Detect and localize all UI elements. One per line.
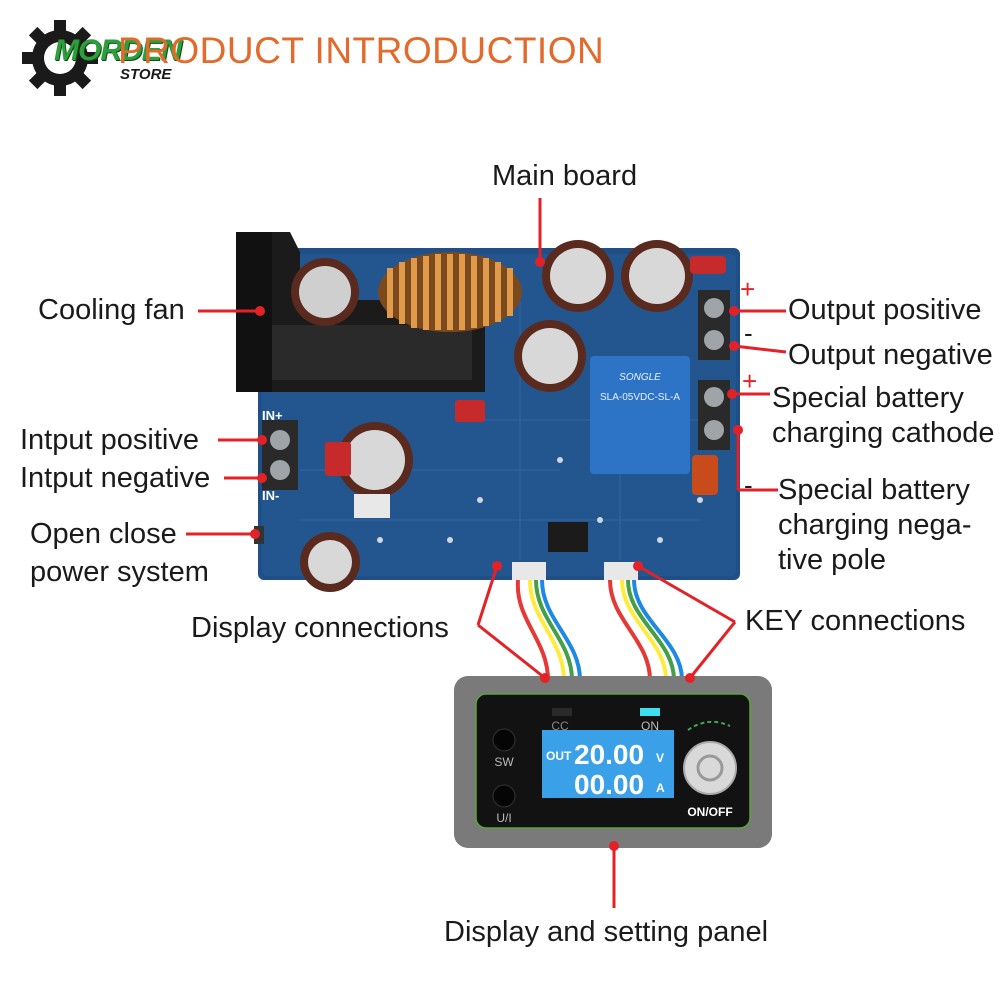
lcd-current-unit: A: [656, 781, 665, 795]
label-input-positive: Intput positive: [20, 424, 199, 456]
key-connector: [604, 562, 638, 580]
ic-chip: [548, 522, 588, 552]
lcd-out-label: OUT: [546, 749, 572, 763]
sw-button-label: SW: [494, 755, 514, 769]
relay-model: SLA-05VDC-SL-A: [600, 392, 680, 403]
label-open-close-1: Open close: [30, 518, 177, 550]
output-plus-sign: +: [740, 274, 756, 304]
relay-brand: SONGLE: [619, 372, 661, 383]
label-battery-cathode-2: charging cathode: [772, 417, 995, 449]
key-cable: [608, 579, 684, 681]
label-battery-negative-3: tive pole: [778, 544, 887, 576]
battery-plus-sign: +: [742, 366, 758, 396]
logo-sub: STORE: [120, 66, 172, 83]
toroid-inductor: [378, 252, 522, 332]
label-cooling-fan: Cooling fan: [38, 294, 185, 326]
logo: MORDEN STORE: [20, 18, 210, 98]
label-input-negative: Intput negative: [20, 462, 211, 494]
label-battery-negative-1: Special battery: [778, 474, 970, 506]
in-plus-silkscreen: IN+: [262, 408, 283, 423]
lcd-voltage: 20.00: [574, 739, 644, 770]
label-display-panel: Display and setting panel: [444, 916, 769, 948]
ui-button-label: U/I: [496, 811, 511, 825]
label-battery-cathode-1: Special battery: [772, 382, 964, 414]
lcd-voltage-unit: V: [656, 751, 664, 765]
logo-brand: MORDEN: [54, 34, 182, 67]
label-battery-negative-2: charging nega-: [778, 509, 972, 541]
terminal-blocks: [262, 290, 730, 490]
gear-icon: [22, 20, 98, 96]
label-display-connections: Display connections: [191, 612, 449, 644]
label-output-negative: Output negative: [788, 339, 993, 371]
label-key-connections: KEY connections: [745, 605, 966, 637]
label-output-positive: Output positive: [788, 294, 982, 326]
onoff-label: ON/OFF: [687, 805, 732, 819]
cc-indicator-label: CC: [551, 719, 569, 733]
lcd-current: 00.00: [574, 769, 644, 800]
display-panel: [454, 676, 772, 848]
battery-minus-sign: -: [744, 470, 753, 500]
display-cable: [515, 579, 582, 681]
relay: SONGLE SLA-05VDC-SL-A: [590, 356, 690, 474]
power-switch-connector: [354, 494, 390, 518]
in-minus-silkscreen: IN-: [262, 488, 279, 503]
display-connector: [512, 562, 546, 580]
label-main-board: Main board: [492, 160, 638, 192]
label-open-close-2: power system: [30, 556, 209, 588]
output-minus-sign: -: [744, 318, 753, 348]
on-indicator-label: ON: [641, 719, 659, 733]
capacitors: [291, 240, 726, 592]
page-title: PRODUCT INTRODUCTION: [118, 30, 605, 71]
